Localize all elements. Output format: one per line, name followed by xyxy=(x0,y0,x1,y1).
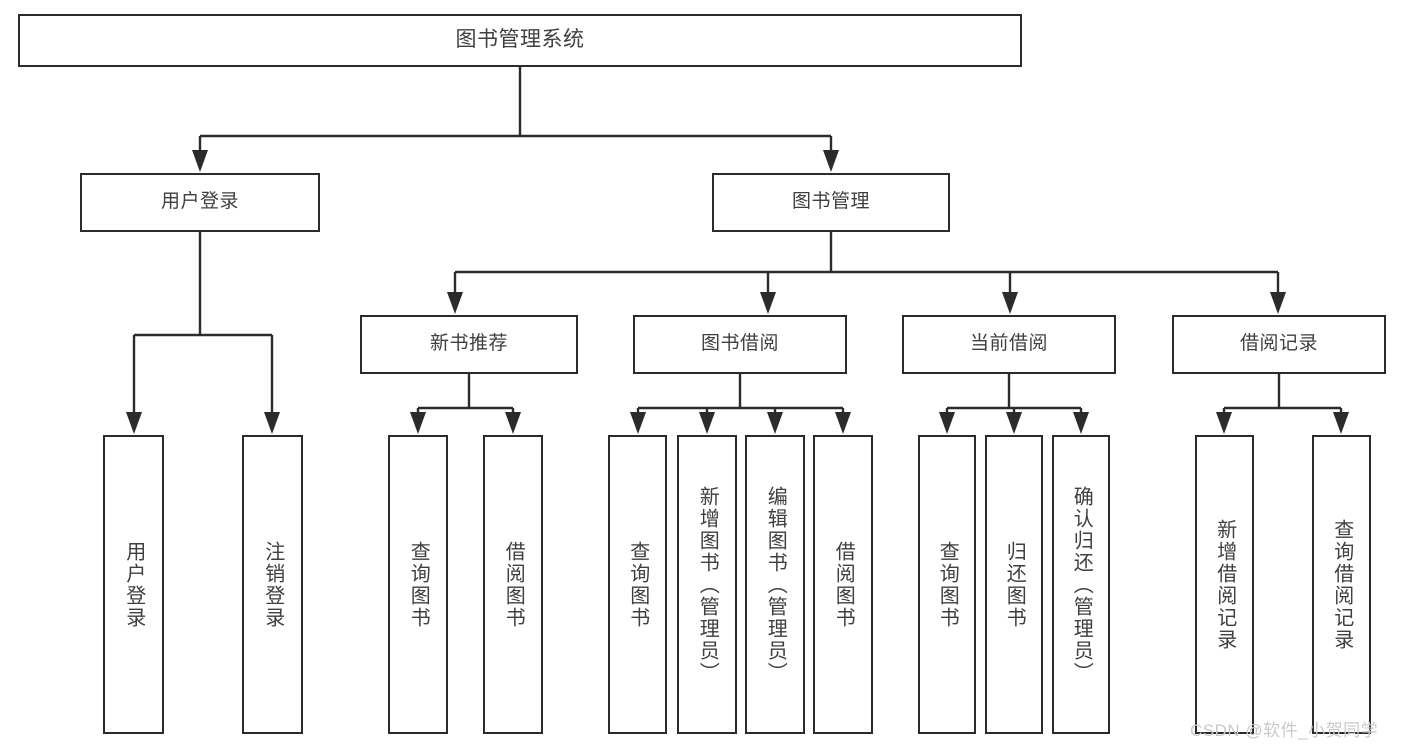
node-leaf-borrow-2[interactable]: 借阅图书 xyxy=(813,435,873,734)
new-book-rec-to-leaves-arrowhead xyxy=(410,412,426,434)
root-to-level2-arrowhead xyxy=(192,150,208,172)
current-borrow-to-leaves-arrowhead xyxy=(1006,412,1022,434)
current-borrow-to-leaves-arrowhead xyxy=(1073,412,1089,434)
book-manage-to-level3-arrowhead xyxy=(760,292,776,314)
root-to-level2-arrowhead xyxy=(823,150,839,172)
node-label: 新增图书（管理员） xyxy=(696,485,719,684)
node-leaf-edit-book[interactable]: 编辑图书（管理员） xyxy=(745,435,805,734)
book-manage-to-level3-arrowhead xyxy=(1002,292,1018,314)
book-borrow-to-leaves-arrowhead xyxy=(767,412,783,434)
node-label: 用户登录 xyxy=(122,540,145,629)
node-label: 查询图书 xyxy=(936,540,959,629)
node-leaf-return[interactable]: 归还图书 xyxy=(985,435,1043,734)
node-leaf-query-2[interactable]: 查询图书 xyxy=(608,435,667,734)
book-borrow-to-leaves-arrowhead xyxy=(630,412,646,434)
node-label: 确认归还（管理员） xyxy=(1070,485,1093,684)
node-label: 图书管理 xyxy=(791,191,870,213)
node-leaf-query-3[interactable]: 查询图书 xyxy=(918,435,976,734)
node-label: 用户登录 xyxy=(160,191,239,213)
borrow-record-to-leaves-arrowhead xyxy=(1216,412,1232,434)
node-label: 编辑图书（管理员） xyxy=(764,485,787,684)
node-book-borrow[interactable]: 图书借阅 xyxy=(633,315,847,374)
node-leaf-confirm[interactable]: 确认归还（管理员） xyxy=(1052,435,1110,734)
node-leaf-add-rec[interactable]: 新增借阅记录 xyxy=(1195,435,1254,734)
node-leaf-add-book[interactable]: 新增图书（管理员） xyxy=(677,435,737,734)
node-label: 借阅图书 xyxy=(832,540,855,629)
node-leaf-borrow-1[interactable]: 借阅图书 xyxy=(483,435,543,734)
node-label: 当前借阅 xyxy=(969,333,1048,355)
current-borrow-to-leaves-arrowhead xyxy=(939,412,955,434)
node-leaf-query-1[interactable]: 查询图书 xyxy=(388,435,448,734)
node-root[interactable]: 图书管理系统 xyxy=(18,14,1022,67)
node-new-book-rec[interactable]: 新书推荐 xyxy=(360,315,578,374)
node-user-login[interactable]: 用户登录 xyxy=(80,173,320,232)
borrow-record-to-leaves-arrowhead xyxy=(1333,412,1349,434)
book-borrow-to-leaves-arrowhead xyxy=(835,412,851,434)
user-login-to-leaves-arrowhead xyxy=(264,412,280,434)
node-label: 查询借阅记录 xyxy=(1330,518,1353,651)
node-leaf-login[interactable]: 用户登录 xyxy=(103,435,164,734)
book-manage-to-level3-arrowhead xyxy=(1270,292,1286,314)
csdn-watermark: CSDN @软件_小贺同学 xyxy=(1190,721,1379,740)
node-label: 图书借阅 xyxy=(700,333,779,355)
book-borrow-to-leaves-arrowhead xyxy=(699,412,715,434)
node-label: 新增借阅记录 xyxy=(1213,518,1236,651)
book-manage-to-level3-arrowhead xyxy=(447,292,463,314)
new-book-rec-to-leaves-arrowhead xyxy=(505,412,521,434)
node-label: 新书推荐 xyxy=(429,333,508,355)
node-label: 查询图书 xyxy=(626,540,649,629)
node-book-manage[interactable]: 图书管理 xyxy=(712,173,950,232)
node-label: 图书管理系统 xyxy=(455,28,585,52)
node-leaf-logout[interactable]: 注销登录 xyxy=(242,435,303,734)
node-current-borrow[interactable]: 当前借阅 xyxy=(902,315,1116,374)
node-label: 查询图书 xyxy=(407,540,430,629)
node-label: 注销登录 xyxy=(261,540,284,629)
node-borrow-record[interactable]: 借阅记录 xyxy=(1172,315,1386,374)
node-label: 归还图书 xyxy=(1003,540,1026,629)
user-login-to-leaves-arrowhead xyxy=(126,412,142,434)
node-label: 借阅图书 xyxy=(502,540,525,629)
node-label: 借阅记录 xyxy=(1239,333,1318,355)
node-leaf-query-rec[interactable]: 查询借阅记录 xyxy=(1312,435,1371,734)
